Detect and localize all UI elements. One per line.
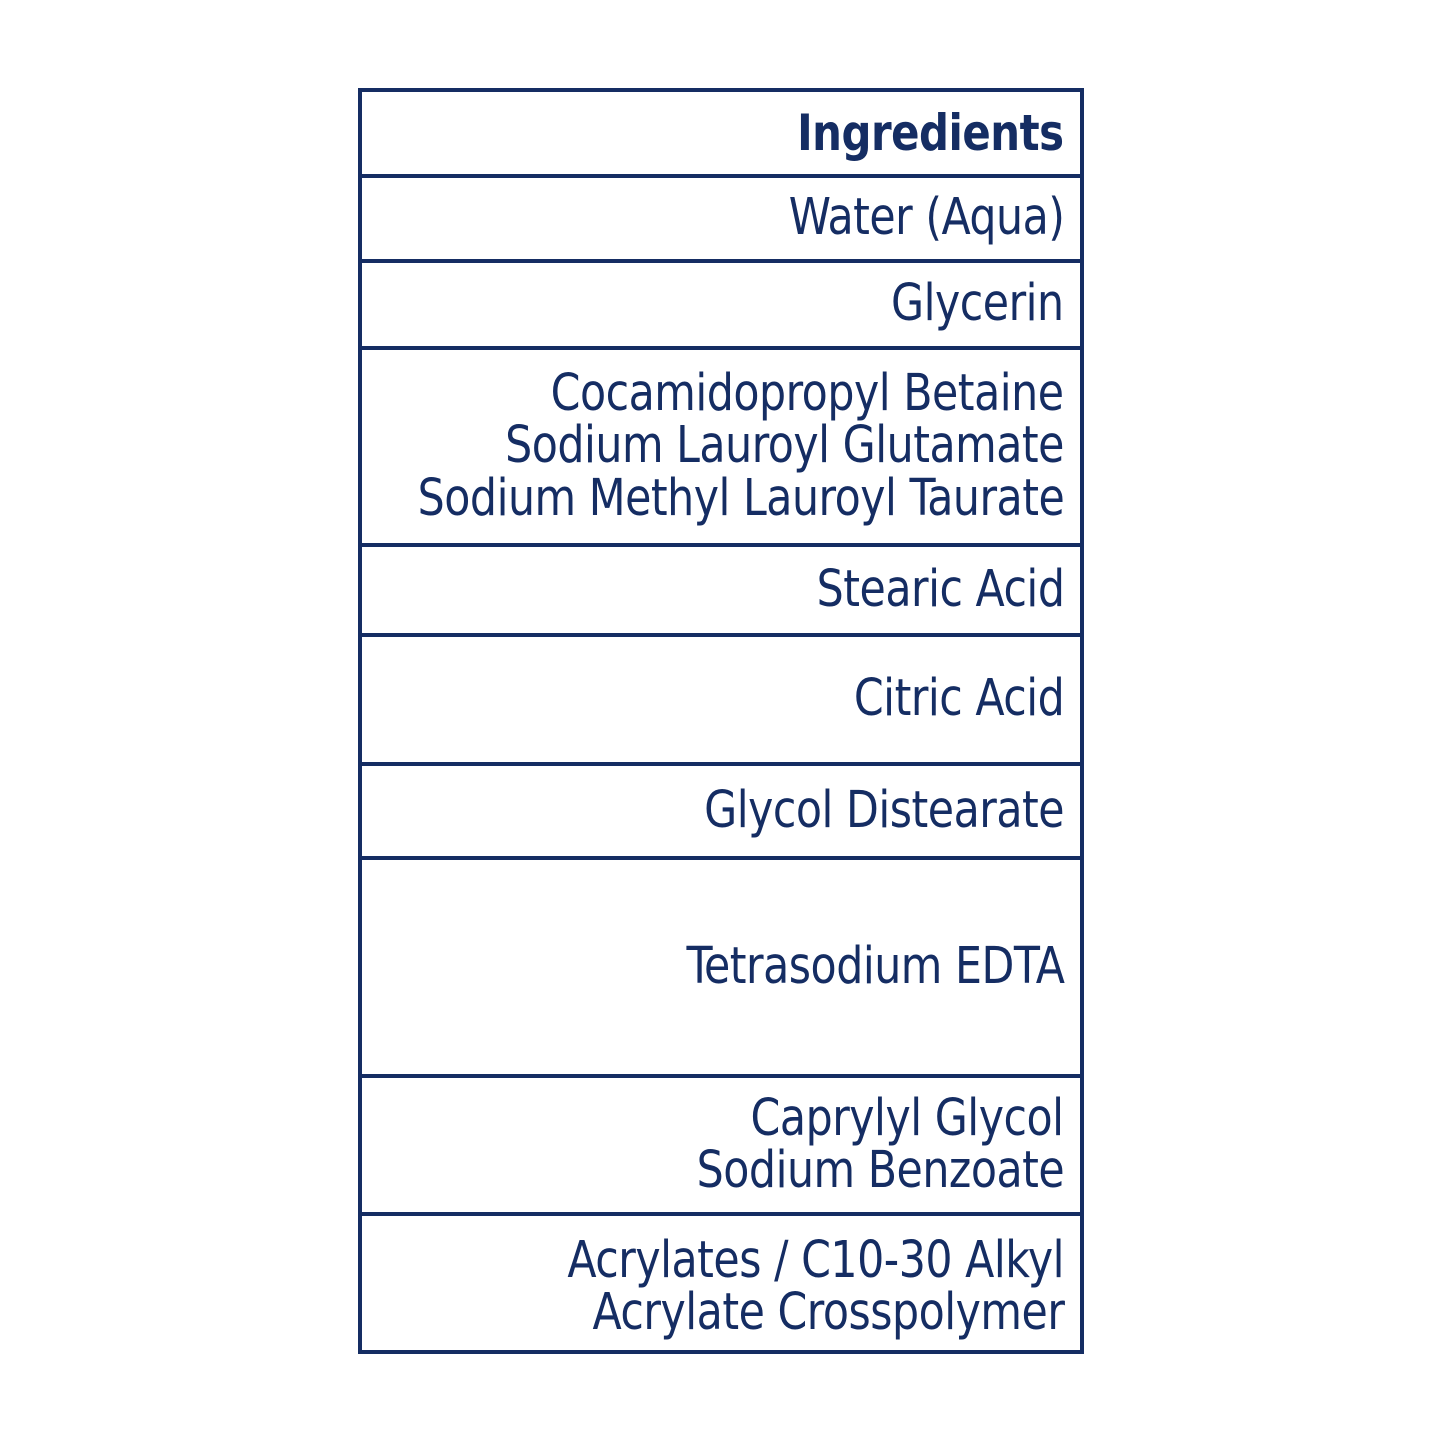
- table-row: Cocamidopropyl Betaine Sodium Lauroyl Gl…: [362, 350, 1080, 547]
- ingredient-line: Acrylates / C10-30 Alkyl: [567, 1230, 1064, 1290]
- table-row: Stearic Acid: [362, 547, 1080, 637]
- table-row: Tetrasodium EDTA: [362, 860, 1080, 1078]
- ingredient-line: Glycerin: [891, 274, 1064, 334]
- table-header-row: Ingredients: [362, 92, 1080, 178]
- ingredient-line: Tetrasodium EDTA: [685, 936, 1065, 996]
- table-row: Glycerin: [362, 263, 1080, 350]
- ingredient-line: Sodium Methyl Lauroyl Taurate: [417, 468, 1064, 528]
- ingredient-line: Sodium Lauroyl Glutamate: [505, 416, 1064, 476]
- table-header-label: Ingredients: [797, 103, 1064, 162]
- ingredient-line: Acrylate Crosspolymer: [592, 1283, 1064, 1342]
- ingredient-line: Caprylyl Glycol: [751, 1088, 1064, 1148]
- ingredient-line: Water (Aqua): [788, 188, 1064, 248]
- ingredient-line: Sodium Benzoate: [696, 1141, 1064, 1200]
- table-row: Citric Acid: [362, 637, 1080, 766]
- table-row: Caprylyl Glycol Sodium Benzoate: [362, 1078, 1080, 1216]
- table-row: Acrylates / C10-30 Alkyl Acrylate Crossp…: [362, 1216, 1080, 1358]
- ingredients-table: Ingredients Water (Aqua) Glycerin Cocami…: [358, 88, 1084, 1354]
- table-row: Water (Aqua): [362, 178, 1080, 263]
- ingredient-line: Cocamidopropyl Betaine: [551, 364, 1064, 424]
- ingredient-line: Stearic Acid: [816, 559, 1064, 619]
- ingredient-line: Citric Acid: [853, 669, 1065, 729]
- table-row: Glycol Distearate: [362, 766, 1080, 860]
- ingredient-line: Glycol Distearate: [704, 780, 1064, 840]
